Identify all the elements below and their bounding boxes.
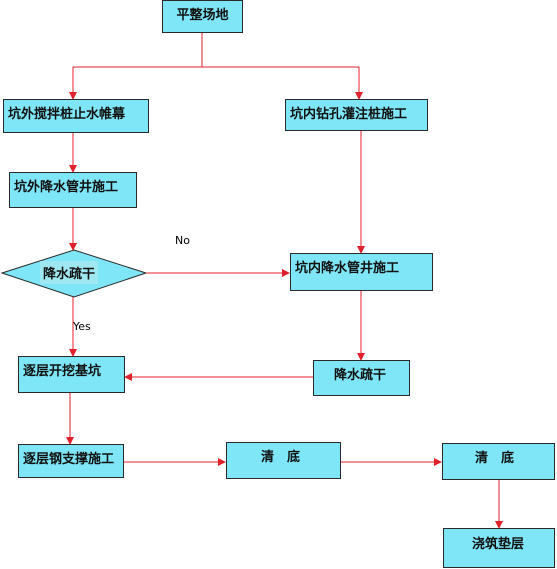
node-pour-cushion: 浇筑垫层 (443, 528, 555, 568)
node-inner-bored-pile: 坑内钻孔灌注桩施工 (285, 99, 428, 131)
node-site-leveling: 平整场地 (162, 0, 243, 33)
node-layered-excavation: 逐层开挖基坑 (18, 356, 125, 393)
node-inner-dewatering-well: 坑内降水管井施工 (290, 253, 433, 291)
node-steel-support: 逐层钢支撑施工 (18, 444, 124, 478)
node-decision-dewatering: 降水疏干 (40, 261, 99, 284)
node-clear-bottom-2: 清 底 (442, 443, 555, 480)
node-clear-bottom-1: 清 底 (226, 442, 341, 479)
edge-label-yes: Yes (73, 320, 91, 333)
edge-label-no: No (175, 234, 190, 247)
node-outer-mixing-pile: 坑外搅拌桩止水帷幕 (3, 99, 149, 133)
node-dewatering-drain: 降水疏干 (313, 360, 410, 396)
node-outer-dewatering-well: 坑外降水管井施工 (9, 172, 137, 208)
